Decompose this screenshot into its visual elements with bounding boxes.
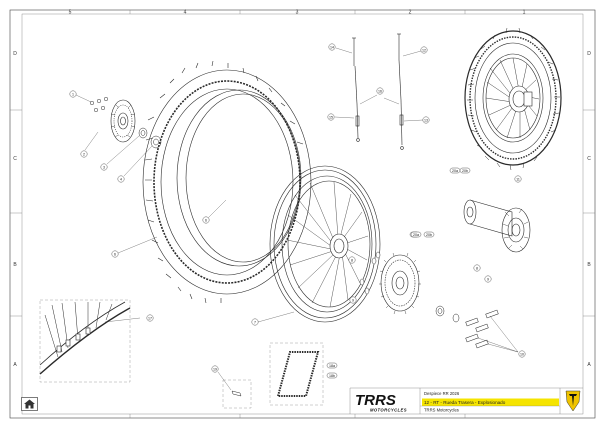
callout-18a: 18a [326,362,338,369]
drive-chain [269,342,324,406]
callout-label: 11 [516,177,520,181]
spoke-detail-view [39,299,141,383]
row-label: A [13,362,17,368]
col-label: 1 [523,10,526,16]
callout-14: 14 [328,43,336,51]
callout-label: 12 [422,48,426,52]
callout-8: 8 [348,256,356,264]
callout-label: 20b [426,233,432,237]
callout-20b2: 20b [423,231,435,238]
row-label: D [587,51,591,57]
callout-label: 6 [205,218,207,222]
callout-17: 17 [146,314,154,322]
callout-1: 1 [69,90,77,98]
col-label: 2 [409,10,412,16]
rear-hub [463,199,531,253]
title-block: Despiece RR 2026 12 - RT - Rueda Trasera… [349,387,583,414]
callout-13: 13 [422,116,430,124]
callout-label: 20a [413,233,419,237]
callout-12: 12 [420,46,428,54]
callout-label: 8 [351,258,353,262]
row-label: C [587,156,591,162]
drawing-inner-frame [21,13,584,415]
frame-labels: 5 4 3 2 1 D C B A D C B A [13,10,591,369]
col-label: 3 [296,10,299,16]
company-label: TRRS Motorcycles [424,408,459,413]
spoke-parts [334,33,424,150]
callout-label: 1 [72,92,74,96]
callout-15: 15 [327,113,335,121]
callout-18b: 18b [326,372,338,379]
callout-label: 15 [329,115,333,119]
col-label: 5 [69,10,72,16]
row-label: B [13,262,17,268]
column-ticks [10,10,595,418]
rim-assembly [269,165,381,323]
leader-lines [117,199,295,323]
brand-subtitle: MOTORCYCLES [370,408,407,413]
row-label: D [13,51,17,57]
callout-label: 9 [487,277,489,281]
callout-6b: 6 [202,216,210,224]
trrs-shield-icon [565,390,581,412]
callout-label: 20a [452,169,458,173]
callout-label: 10 [520,352,524,356]
callout-label: 16 [378,89,382,93]
row-label: C [13,156,17,162]
callout-6: 6 [111,250,119,258]
axle-bolts [465,309,519,353]
model-label: Despiece RR 2026 [424,391,460,396]
small-bolts [75,94,162,177]
row-label: B [587,262,591,268]
callout-label: 7 [254,320,256,324]
callout-label: 9 [352,298,354,302]
brake-disc [110,99,136,143]
home-button[interactable] [21,397,38,411]
callout-4: 4 [117,175,125,183]
callout-11: 11 [514,175,522,183]
callout-8b: 8 [473,264,481,272]
row-label: A [587,362,591,368]
callout-label: 2 [83,152,85,156]
spacers [359,251,460,323]
callout-label: 17 [148,316,152,320]
rear-tire [142,60,312,304]
callout-9: 9 [349,296,357,304]
callout-label: 13 [424,118,428,122]
col-label: 4 [184,10,187,16]
callout-9b: 9 [484,275,492,283]
sheet-title: 12 - RT - Rueda Trasera - Explosionado [424,400,506,405]
callout-label: 8 [476,266,478,270]
assembled-wheel [464,27,562,171]
callout-label: 6 [114,252,116,256]
callout-label: 18a [329,364,335,368]
callout-16: 16 [376,87,384,95]
callout-label: 3 [103,165,105,169]
callout-2: 2 [80,150,88,158]
callout-label: 20b [462,169,468,173]
callouts: 1 2 3 4 6 6 7 8 9 8 9 10 11 12 13 14 15 … [69,43,526,379]
callout-label: 18b [329,374,335,378]
callout-label: 14 [330,45,334,49]
callout-group: 20a 20b [449,167,471,174]
sprocket [379,252,421,315]
brand-logo-text: TRRS [355,392,396,409]
home-icon [21,397,38,411]
callout-10: 10 [518,350,526,358]
callout-7: 7 [251,318,259,326]
callout-label: 4 [120,177,122,181]
valve-cap-detail [217,371,252,409]
drawing-frame [9,9,596,419]
callout-label: 19 [213,367,217,371]
callout-3: 3 [100,163,108,171]
callout-19: 19 [211,365,219,373]
callout-20a2: 20a [410,231,422,238]
